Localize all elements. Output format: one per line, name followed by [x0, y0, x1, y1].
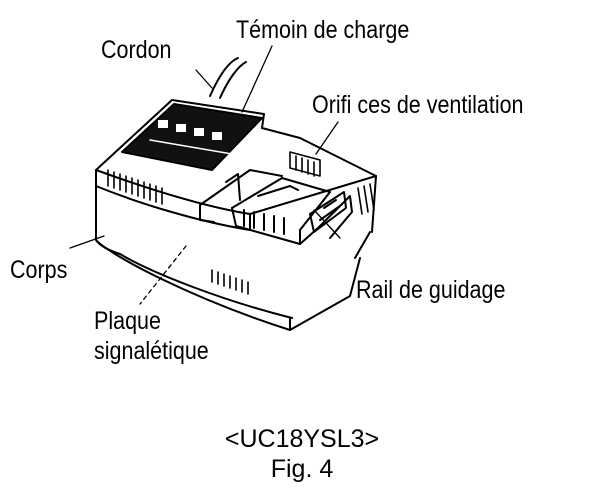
charger-body	[95, 169, 371, 331]
rear-vents	[289, 151, 375, 215]
label-corps: Corps	[10, 256, 68, 284]
indicator-panel	[121, 103, 263, 171]
front-vents	[107, 169, 249, 295]
battery-slot	[199, 169, 353, 245]
label-signaletique: signalétique	[94, 337, 209, 365]
figure-caption: Fig. 4	[270, 455, 334, 483]
label-rail-de-guidage: Rail de guidage	[356, 276, 506, 304]
cord	[209, 57, 247, 99]
label-temoin-de-charge: Témoin de charge	[236, 16, 410, 44]
label-plaque: Plaque	[94, 307, 161, 335]
model-caption: <UC18YSL3>	[224, 425, 380, 453]
label-orifices-de-ventilation: Orifi ces de ventilation	[312, 91, 524, 119]
leader-lines	[69, 45, 341, 305]
label-cordon: Cordon	[101, 36, 172, 64]
